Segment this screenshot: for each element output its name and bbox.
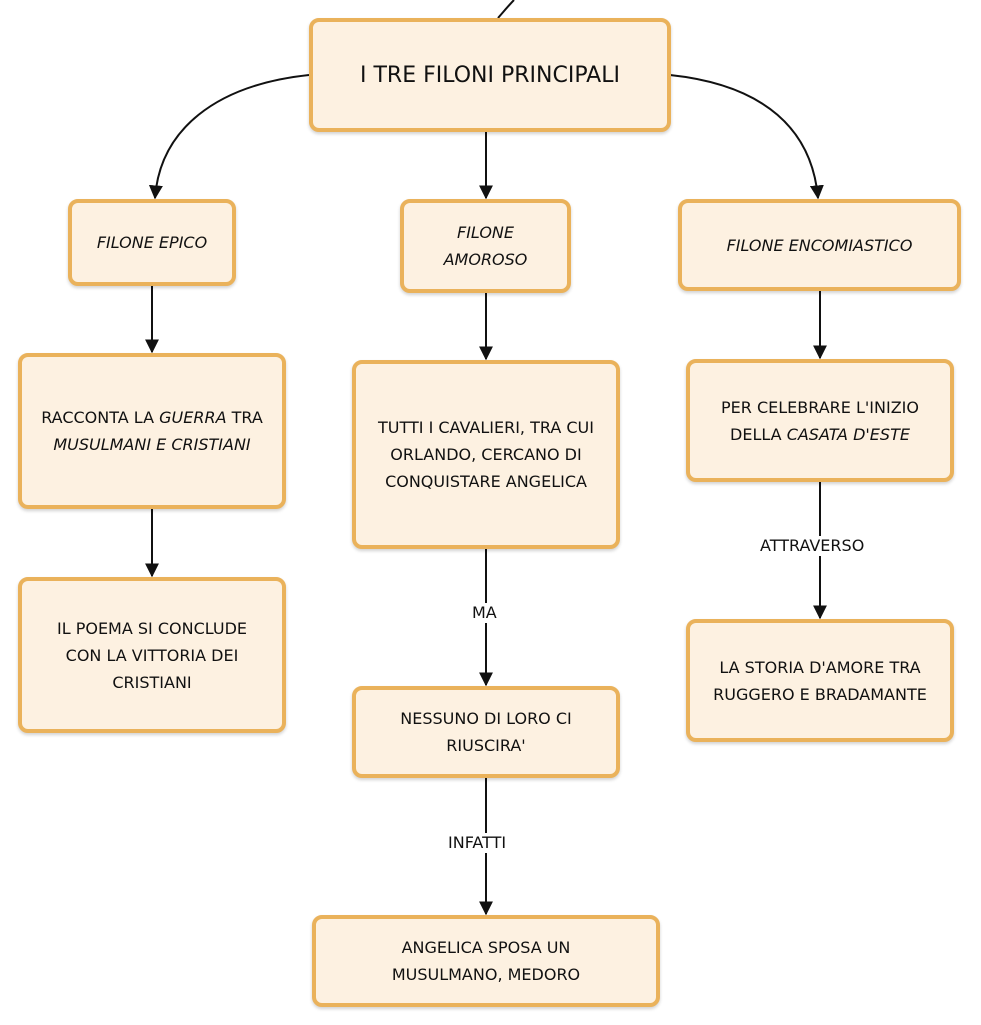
node-cavalieri-angelica: TUTTI I CAVALIERI, TRA CUI ORLANDO, CERC… <box>352 360 620 549</box>
node-angelica-medoro: ANGELICA SPOSA UN MUSULMANO, MEDORO <box>312 915 660 1007</box>
node-text: FILONE ENCOMIASTICO <box>726 235 913 255</box>
node-filone-encomiastico: FILONE ENCOMIASTICO <box>678 199 961 291</box>
connector-label-ma: MA <box>470 603 499 623</box>
edge-incoming <box>497 0 515 19</box>
node-text: LA STORIA D'AMORE TRA RUGGERO E BRADAMAN… <box>713 657 927 704</box>
node-vittoria-cristiani: IL POEMA SI CONCLUDE CON LA VITTORIA DEI… <box>18 577 286 733</box>
connector-label-attraverso: ATTRAVERSO <box>758 536 867 556</box>
connector-label-infatti: INFATTI <box>446 833 509 853</box>
node-text: IL POEMA SI CONCLUDE CON LA VITTORIA DEI… <box>56 618 248 692</box>
edge-root-epico <box>148 74 310 200</box>
node-text: FILONE EPICO <box>96 233 208 252</box>
node-nessuno-riuscira: NESSUNO DI LORO CI RIUSCIRA' <box>352 686 620 778</box>
node-text: ANGELICA SPOSA UN MUSULMANO, MEDORO <box>391 938 581 984</box>
node-filone-amoroso: FILONE AMOROSO <box>400 199 571 293</box>
root-node: I TRE FILONI PRINCIPALI <box>309 18 671 132</box>
node-text: NESSUNO DI LORO CI RIUSCIRA' <box>400 709 572 755</box>
node-ruggero-bradamante: LA STORIA D'AMORE TRA RUGGERO E BRADAMAN… <box>686 619 954 742</box>
root-title: I TRE FILONI PRINCIPALI <box>360 62 620 88</box>
edge-root-encomiastico <box>669 74 824 200</box>
node-text: FILONE AMOROSO <box>443 223 528 269</box>
node-text: TUTTI I CAVALIERI, TRA CUI ORLANDO, CERC… <box>378 418 594 491</box>
node-filone-epico: FILONE EPICO <box>68 199 236 286</box>
